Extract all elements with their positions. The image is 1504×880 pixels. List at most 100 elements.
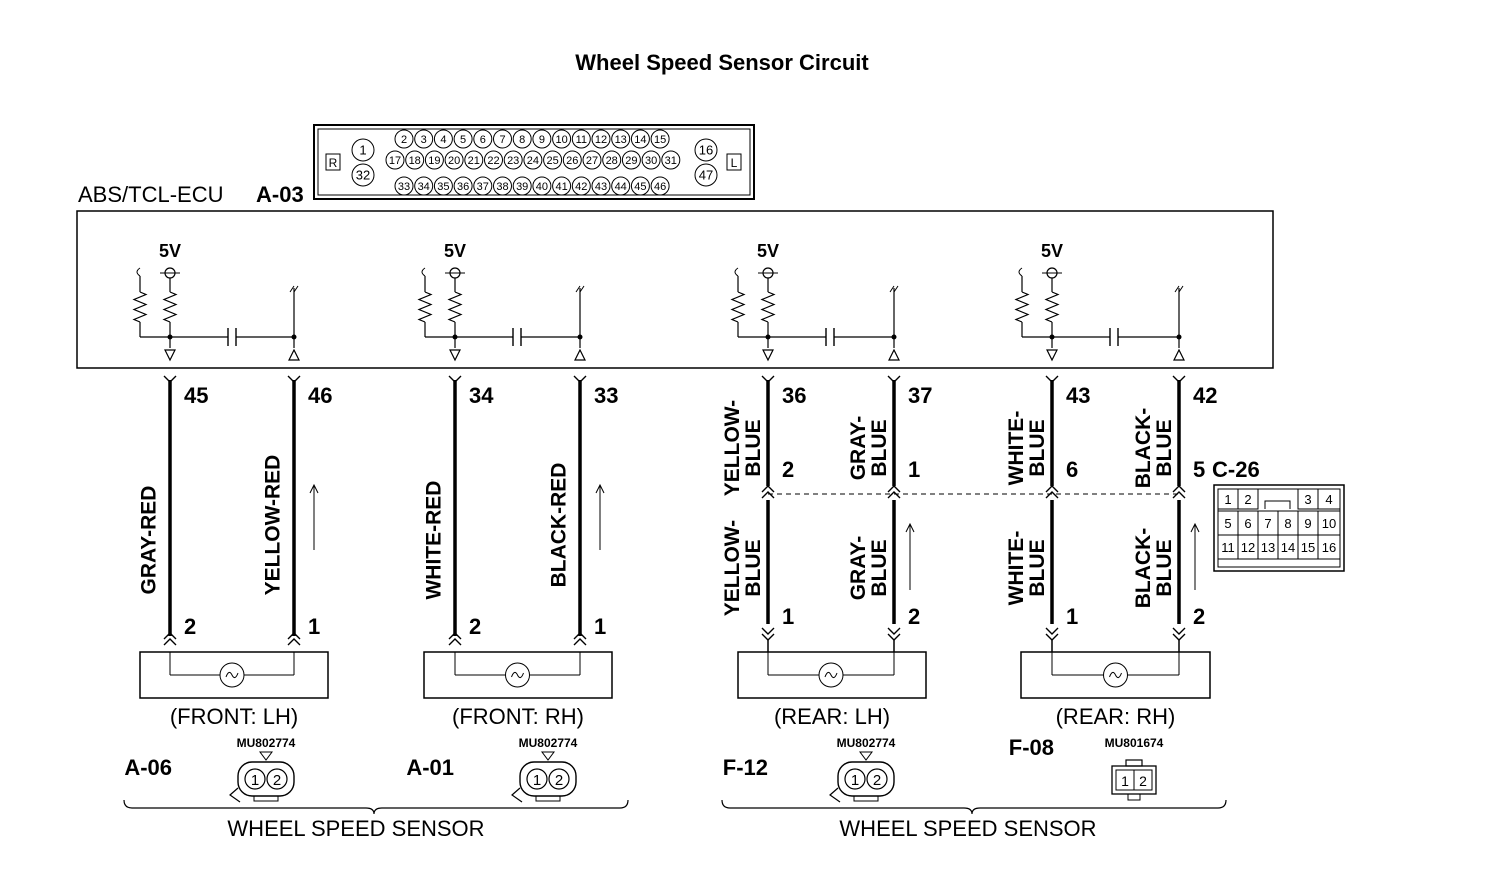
ecu-pin: 17 [385,150,405,170]
wire-color: YELLOW- [721,400,744,496]
ecu-pin: 7 [493,129,512,149]
sensor-connector-id: F-08 [1009,735,1054,760]
c26-pin-number: 15 [1301,540,1315,555]
ecu-pin: 35 [433,176,453,196]
ecu-pin-number: 2 [401,134,407,146]
ecu-input-circuit: 5V [417,241,586,362]
ecu-pin-number: 31 [665,155,677,167]
c26-pin-label: 1 [908,457,920,482]
ecu-pin-number: 11 [576,134,587,146]
ecu-pin: 22 [484,150,503,170]
ecu-pin: 12 [591,129,611,149]
ecu-pin: 3 [414,129,434,149]
sensor-position-label: (FRONT: LH) [170,704,298,729]
ecu-pin-number: 1 [359,143,366,158]
ecu-pin: 40 [532,176,552,196]
ecu-pin-number: 10 [555,134,567,146]
ecu-pin: 6 [473,129,493,149]
c26-pin: 13 [1257,534,1279,560]
sensor-pin-label: 1 [594,614,606,639]
ecu-pin-number: 12 [595,134,607,146]
ecu-pin-label: 36 [782,383,806,408]
ecu-pin: 5 [453,129,473,149]
c26-pin-number: 13 [1261,540,1275,555]
ecu-pin-number: 27 [586,155,598,167]
c26-pin-number: 1 [1224,492,1231,507]
ecu-pin-label: 46 [308,383,332,408]
ecu-pin-number: 26 [566,155,578,167]
ecu-pin: 41 [552,176,572,196]
ecu-pin-number: 23 [507,155,519,167]
connector-pin: 1 [851,772,859,789]
ecu-pin: 34 [414,176,434,196]
connector-pin: 1 [1121,773,1129,789]
ecu-pin-number: 30 [645,155,657,167]
diagram-title: Wheel Speed Sensor Circuit [575,50,869,75]
c26-pin-number: 5 [1224,516,1231,531]
c26-pin-number: 7 [1264,516,1271,531]
wire-color: GRAY- [847,416,870,481]
wire-color: BLACK-RED [548,463,571,588]
wire-color: WHITE-RED [423,481,446,600]
ecu-pin: 16 [694,138,718,162]
sensor-pin-label: 1 [308,614,320,639]
connector-part-number: MU802774 [837,736,896,750]
c26-pin-label: 2 [782,457,794,482]
connector-pin: 2 [555,772,563,789]
group-label-front: WHEEL SPEED SENSOR [227,816,484,841]
ecu-pin: 25 [543,150,563,170]
ecu-pin-number: 4 [440,134,446,146]
ecu-pin-number: 45 [634,181,646,193]
ecu-pin-number: 20 [448,155,460,167]
c26-pin: 7 [1257,510,1279,536]
ecu-pin-label: 34 [469,383,494,408]
c26-pin: 6 [1237,510,1259,536]
wire-color: BLUE [868,419,891,476]
wire-color: BLUE [1153,539,1176,596]
wheel-speed-sensor: (FRONT: RH) [423,651,613,729]
ecu-pin-number: 44 [615,181,627,193]
sensor-position-label: (REAR: LH) [774,704,890,729]
ecu-pin: 9 [532,129,552,149]
ecu-pin: 36 [453,176,473,196]
ecu-pin: 18 [405,150,425,170]
wire-color: GRAY-RED [138,486,161,595]
ecu-input-circuit: 5V [730,241,900,362]
connector-pin: 2 [1139,773,1147,789]
ecu-pin-number: 8 [519,134,525,146]
c26-pin-number: 10 [1322,516,1336,531]
sensor-pin-label: 2 [184,614,196,639]
c26-pin: 15 [1297,534,1319,560]
ecu-pin-number: 28 [606,155,618,167]
wheel-speed-sensor: (FRONT: LH) [139,651,329,729]
ecu-pin: 20 [444,150,464,170]
ecu-pin-number: 15 [654,134,666,146]
ecu-pin-number: 46 [654,181,666,193]
connector-part-number: MU802774 [519,736,578,750]
c26-pin-number: 11 [1221,540,1235,555]
ecu-pin-number: 18 [409,155,421,167]
sensor-pin-label: 1 [782,604,794,629]
c26-pin-number: 16 [1322,540,1336,555]
ecu-pin: 45 [630,176,650,196]
ecu-pin: 1 [351,138,375,162]
c26-pin: 8 [1277,510,1299,536]
c26-pin-number: 3 [1304,492,1311,507]
ecu-pin: 21 [464,150,484,170]
ecu-pin-number: 34 [418,181,430,193]
connector-pin: 1 [533,772,541,789]
wire-color: YELLOW- [721,520,744,616]
ecu-pin: 8 [512,129,532,149]
c26-pin: 16 [1317,534,1341,560]
supply-voltage: 5V [1041,241,1063,261]
ecu-pin: 37 [473,176,493,196]
ecu-pin-number: 47 [699,168,713,183]
ecu-connector-id: A-03 [256,182,304,207]
c26-pin: 4 [1317,488,1341,510]
